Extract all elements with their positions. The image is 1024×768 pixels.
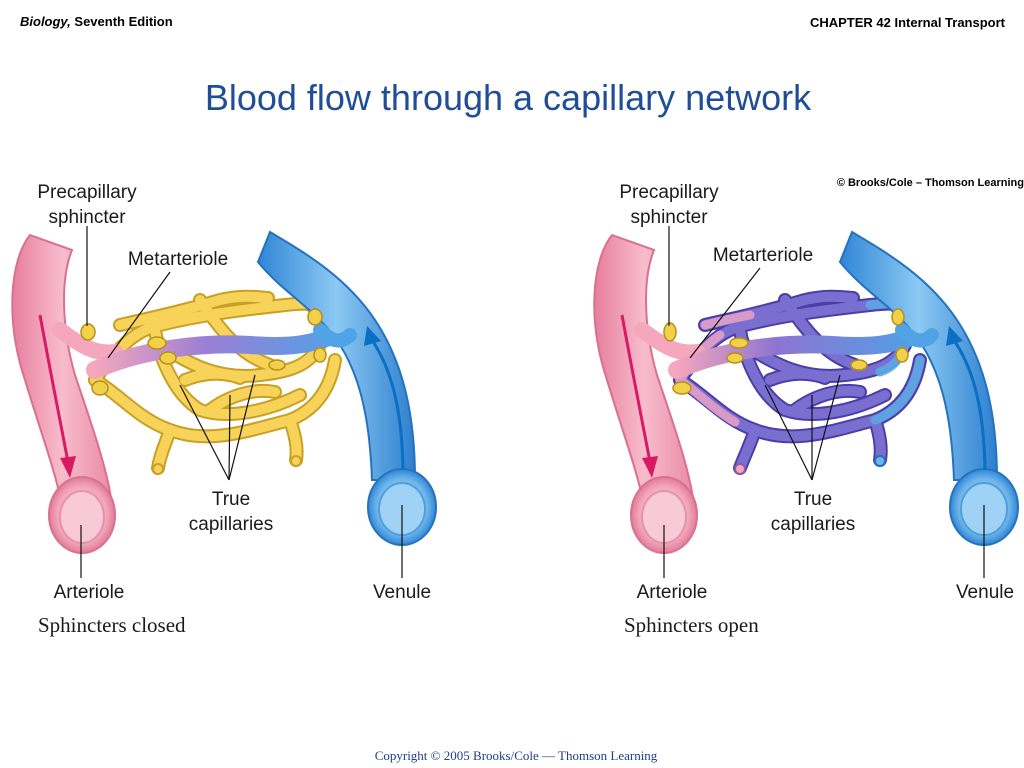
label-venule-closed: Venule <box>373 582 431 603</box>
book-title: Biology, Seventh Edition <box>20 14 173 29</box>
caption-sphincters-closed: Sphincters closed <box>38 613 186 637</box>
venule-tube-closed <box>256 230 437 546</box>
precapillary-sphincters-open <box>663 308 909 395</box>
label-true-closed-1: True <box>212 489 250 510</box>
copyright-footer: Copyright © 2005 Brooks/Cole — Thomson L… <box>374 748 658 763</box>
image-credit: © Brooks/Cole – Thomson Learning <box>836 177 1024 189</box>
true-capillaries-open <box>673 289 927 475</box>
metarteriole-open <box>668 321 936 379</box>
venous-flow-arrow-closed <box>364 326 405 471</box>
arterial-flow-arrow-closed <box>38 314 76 478</box>
chapter-title: CHAPTER 42 Internal Transport <box>809 15 1005 30</box>
label-precapillary-open-2: sphincter <box>630 207 708 228</box>
label-true-closed-2: capillaries <box>189 514 273 535</box>
venule-branch-closed <box>313 323 357 348</box>
venule-tube-open <box>838 230 1019 546</box>
label-venule-open: Venule <box>956 582 1014 603</box>
arteriole-branch-closed <box>52 322 123 361</box>
label-precapillary-closed-1: Precapillary <box>37 182 137 203</box>
leader-lines-open <box>663 226 985 578</box>
label-arteriole-open: Arteriole <box>637 582 708 603</box>
caption-sphincters-open: Sphincters open <box>624 613 759 637</box>
label-arteriole-closed: Arteriole <box>54 582 125 603</box>
book-title-italic: Biology, <box>20 14 71 29</box>
label-metarteriole-open: Metarteriole <box>713 245 813 266</box>
label-true-open-1: True <box>794 489 832 510</box>
venous-flow-arrow-open <box>946 326 987 471</box>
arteriole-tube-open <box>593 233 698 554</box>
label-precapillary-closed-2: sphincter <box>48 207 126 228</box>
metarteriole-closed <box>86 321 354 379</box>
venule-branch-open <box>895 323 939 348</box>
arteriole-branch-open <box>634 322 705 361</box>
label-true-open-2: capillaries <box>771 514 855 535</box>
precapillary-sphincters-closed <box>80 308 327 396</box>
arteriole-tube-closed <box>11 233 116 554</box>
arterial-flow-arrow-open <box>620 314 658 478</box>
label-metarteriole-closed: Metarteriole <box>128 249 228 270</box>
panel-open: Precapillary sphincter Metarteriole True… <box>593 182 1019 637</box>
slide-title: Blood flow through a capillary network <box>204 77 812 118</box>
leader-lines-closed <box>80 226 403 578</box>
label-precapillary-open-1: Precapillary <box>619 182 719 203</box>
panel-closed: Precapillary sphincter Metarteriole True… <box>11 182 437 637</box>
book-edition: Seventh Edition <box>70 14 173 29</box>
true-capillaries-closed <box>88 289 342 475</box>
